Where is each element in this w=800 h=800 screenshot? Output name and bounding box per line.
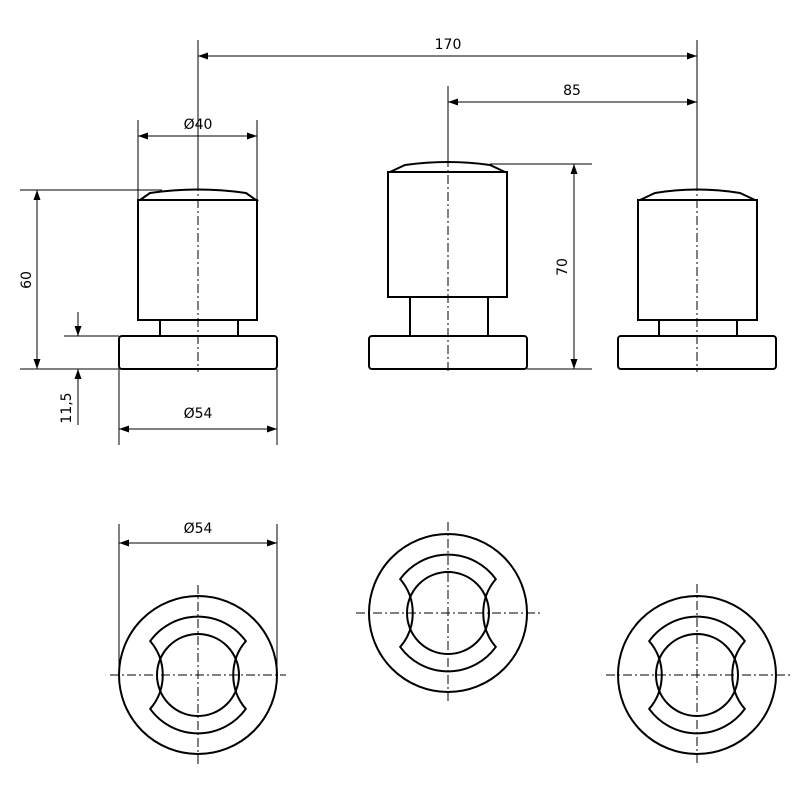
center-top-handle-outline (398, 553, 498, 673)
dimension-85-label: 85 (563, 83, 581, 99)
left-valve-top-view (110, 585, 286, 765)
dimension-diameter-40: Ø40 (137, 117, 258, 200)
left-valve-front-view (118, 182, 278, 372)
left-top-handle-outline (148, 615, 248, 735)
dimension-diameter-54-top-label: Ø54 (184, 521, 213, 537)
dimension-170-label: 170 (435, 37, 462, 53)
dimension-70: 70 (490, 163, 592, 370)
center-valve-top-view (356, 522, 540, 704)
right-valve-front-view (617, 182, 777, 372)
right-top-handle-outline (647, 615, 747, 735)
right-valve-stem (658, 319, 738, 337)
dimension-70-label: 70 (555, 258, 571, 276)
dimension-diameter-40-label: Ø40 (184, 117, 213, 133)
dimension-diameter-54-front: Ø54 (118, 369, 278, 445)
dimension-60-label: 60 (19, 271, 35, 289)
center-valve-stem (409, 296, 489, 337)
dimension-diameter-54-top: Ø54 (118, 521, 278, 675)
dimension-85: 85 (447, 83, 697, 158)
dimension-11-5-label: 11,5 (59, 392, 75, 423)
dimension-170: 170 (197, 37, 698, 182)
center-valve-front-view (368, 158, 528, 372)
left-valve-stem (159, 319, 239, 337)
dimension-diameter-54-front-label: Ø54 (184, 406, 213, 422)
dimension-11-5: 11,5 (59, 312, 119, 425)
right-valve-top-view (606, 584, 790, 766)
